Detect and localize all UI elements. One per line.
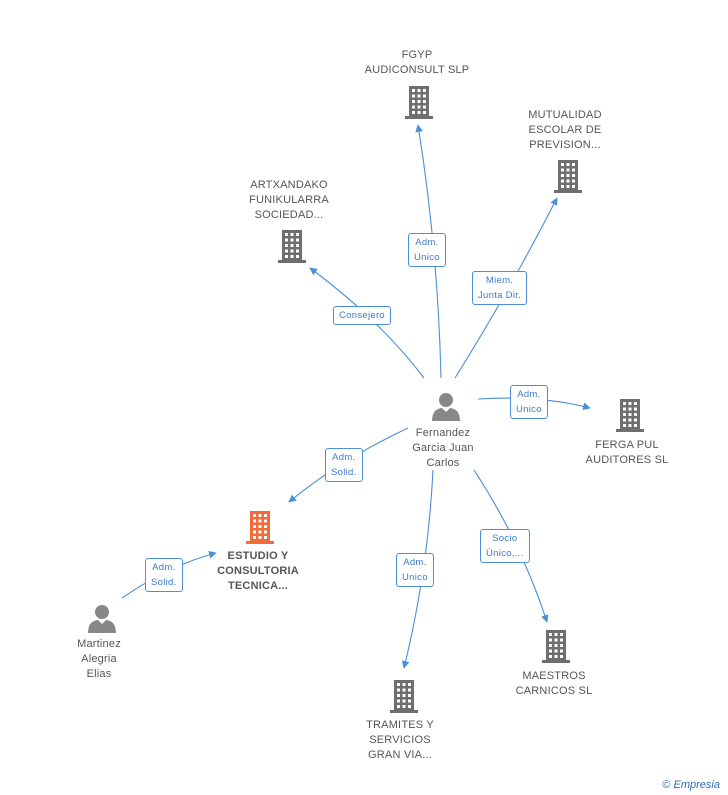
maestros-building-icon[interactable] [540, 628, 572, 664]
edge-label-estudio[interactable]: Adm. Solid. [325, 448, 363, 482]
fgyp-building-icon[interactable] [403, 84, 435, 120]
ferga-label[interactable]: FERGA PUL AUDITORES SL [585, 439, 669, 466]
edge-label-fgyp[interactable]: Adm. Unico [408, 233, 446, 267]
mutualidad-building-icon[interactable] [552, 158, 584, 194]
fgyp-label[interactable]: FGYP AUDICONSULT SLP [364, 49, 470, 76]
maestros-label[interactable]: MAESTROS CARNICOS SL [515, 670, 593, 697]
fernandez-label[interactable]: Fernandez Garcia Juan Carlos [412, 427, 474, 469]
brand-name: Empresia [673, 779, 720, 791]
tramites-building-icon[interactable] [388, 678, 420, 714]
artxandako-building-icon[interactable] [276, 228, 308, 264]
estudio-label[interactable]: ESTUDIO Y CONSULTORIA TECNICA... [217, 550, 299, 592]
martinez-label[interactable]: Martinez Alegria Elias [77, 638, 121, 680]
ferga-building-icon[interactable] [614, 397, 646, 433]
edge-label-artxandako[interactable]: Consejero [333, 306, 392, 325]
fernandez-person-icon[interactable] [430, 391, 462, 421]
copyright-symbol: © [662, 779, 671, 791]
footer-brand[interactable]: ©Empresia [662, 779, 720, 791]
edge-label-tramites[interactable]: Adm. Unico [396, 553, 434, 587]
edge-label-ferga[interactable]: Adm. Unico [510, 385, 548, 419]
edge-label-maestros[interactable]: Socio Único,... [480, 529, 530, 563]
edge-label-martinez-estudio[interactable]: Adm. Solid. [145, 558, 183, 592]
edge-label-mutualidad[interactable]: Miem. Junta Dir. [472, 271, 528, 305]
tramites-label[interactable]: TRAMITES Y SERVICIOS GRAN VIA... [366, 719, 434, 761]
artxandako-label[interactable]: ARTXANDAKO FUNIKULARRA SOCIEDAD... [249, 179, 329, 221]
estudio-building-icon[interactable] [244, 509, 276, 545]
mutualidad-label[interactable]: MUTUALIDAD ESCOLAR DE PREVISION... [528, 109, 602, 151]
martinez-person-icon[interactable] [86, 603, 118, 633]
